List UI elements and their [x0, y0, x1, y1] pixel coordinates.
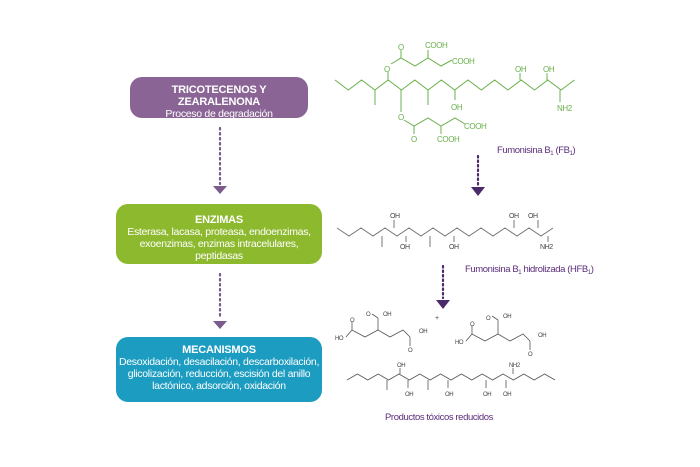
atom-label: OH [390, 213, 400, 220]
atom-label: HO [335, 336, 344, 342]
atom-label: O [398, 43, 404, 52]
tricarballylic-acid-left [345, 313, 411, 346]
atom-label: OH [419, 329, 427, 335]
arrow-2 [213, 272, 227, 329]
atom-label: NH2 [557, 104, 573, 113]
atom-label: OH [400, 244, 410, 251]
fb1-atom-labels: O COOH COOH O OH OH OH NH2 O O COOH COOH [384, 41, 573, 144]
fb1-label: Fumonisina B1 (FB1) [497, 145, 576, 157]
box-text: Esterasa, lacasa, proteasa, endoenzimas, [127, 226, 311, 238]
reduced-chain-structure [346, 368, 556, 390]
box-title: MECANISMOS [182, 344, 256, 356]
hfb1-atom-labels: OH OH OH OH OH NH2 [390, 213, 554, 251]
atom-label: OH [405, 392, 413, 398]
atom-label: O [528, 352, 533, 358]
box-text: lactónico, adsorción, oxidación [152, 380, 286, 392]
atom-label: OH [397, 363, 405, 369]
atom-label: OH [515, 65, 527, 74]
atom-label: OH [451, 103, 463, 112]
arrow-hfb1-to-products [436, 264, 450, 309]
atom-label: OH [509, 213, 519, 220]
box-text: glicolización, reducción, escisión del a… [127, 368, 311, 380]
tricotecenos-box: TRICOTECENOS Y ZEARALENONA Proceso de de… [130, 77, 308, 120]
tricarballylic-acid-right [465, 315, 531, 350]
arrow-1 [213, 126, 227, 194]
box-subtitle: Proceso de degradación [165, 108, 273, 120]
atom-label: O [350, 318, 355, 324]
products-label: Productos tóxicos reducidos [385, 412, 494, 423]
atom-label: COOH [425, 41, 448, 50]
box-title: ENZIMAS [194, 214, 244, 226]
hfb1-structure [336, 220, 554, 247]
atom-label: OH [449, 244, 459, 251]
atom-label: O [398, 113, 404, 122]
atom-label: HO [455, 340, 464, 346]
atom-label: OH [383, 312, 391, 318]
atom-label: OH [483, 392, 491, 398]
atom-label: O [408, 348, 413, 354]
mecanismos-box: MECANISMOS Desoxidación, desacilación, d… [116, 337, 322, 402]
atom-label: O [486, 316, 491, 322]
atom-label: OH [445, 392, 453, 398]
atom-label: COOH [437, 135, 460, 144]
atom-label: OH [503, 314, 511, 320]
atom-label: OH [503, 392, 511, 398]
box-text: exoenzimas, enzimas intracelulares, pept… [139, 238, 299, 262]
atom-label: COOH [464, 122, 487, 131]
acid-atom-labels: HO OH OH O O O HO OH OH O O O [335, 312, 547, 358]
atom-label: NH2 [540, 244, 553, 251]
atom-label: O [384, 65, 390, 74]
atom-label: OH [543, 65, 555, 74]
atom-label: OH [538, 333, 546, 339]
enzimas-box: ENZIMAS Esterasa, lacasa, proteasa, endo… [116, 204, 322, 264]
atom-label: OH [528, 213, 538, 220]
atom-label: O [366, 312, 371, 318]
atom-label: O [470, 322, 475, 328]
box-title: TRICOTECENOS Y ZEARALENONA [171, 84, 267, 108]
fb1-structure [334, 50, 575, 134]
arrow-fb1-to-hfb1 [471, 154, 485, 196]
plus-sign: + [435, 315, 439, 322]
atom-label: NH2 [509, 363, 521, 369]
chain-atom-labels: OH OH OH OH OH NH2 [397, 363, 521, 398]
box-text: Desoxidación, desacilación, descarboxila… [118, 356, 320, 368]
atom-label: COOH [452, 57, 475, 66]
hfb1-label: Fumonisina B1 hidrolizada (HFB1) [465, 264, 594, 276]
atom-label: O [411, 135, 417, 144]
